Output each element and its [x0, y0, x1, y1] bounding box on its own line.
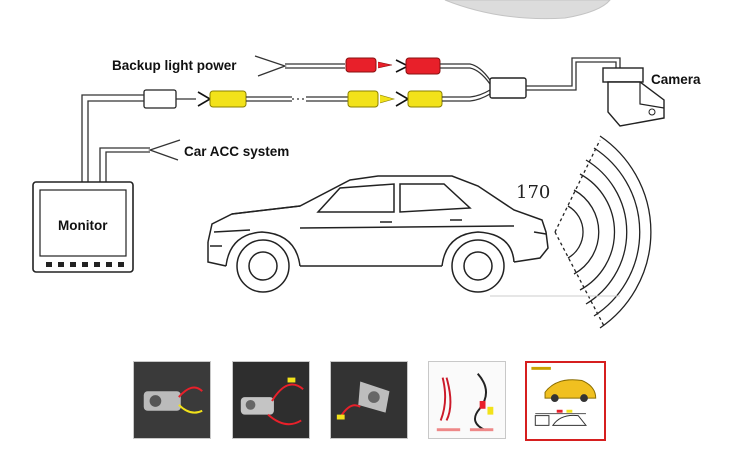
thumbnail-4[interactable]: [428, 361, 506, 439]
monitor-label: Monitor: [58, 218, 108, 233]
monitor-icon: [32, 181, 134, 273]
thumbnail-1[interactable]: [133, 361, 211, 439]
thumbnail-3[interactable]: [330, 361, 408, 439]
top-cropped-shape: [444, 0, 611, 20]
camera-label: Camera: [651, 72, 701, 87]
backup-light-power-label: Backup light power: [112, 58, 237, 73]
view-angle-arcs: [554, 135, 652, 329]
monitor-cables: [81, 94, 181, 182]
thumbnail-strip: [133, 361, 608, 443]
junction-box: [489, 57, 621, 99]
view-angle-label: 170: [516, 182, 550, 203]
video-rca-cable: [143, 89, 491, 109]
thumbnail-5[interactable]: [525, 361, 606, 441]
thumbnail-2[interactable]: [232, 361, 310, 439]
car-acc-system-label: Car ACC system: [184, 144, 289, 159]
car-icon: [207, 175, 549, 293]
backup-power-cable: [254, 55, 491, 85]
camera-icon: [602, 67, 665, 127]
